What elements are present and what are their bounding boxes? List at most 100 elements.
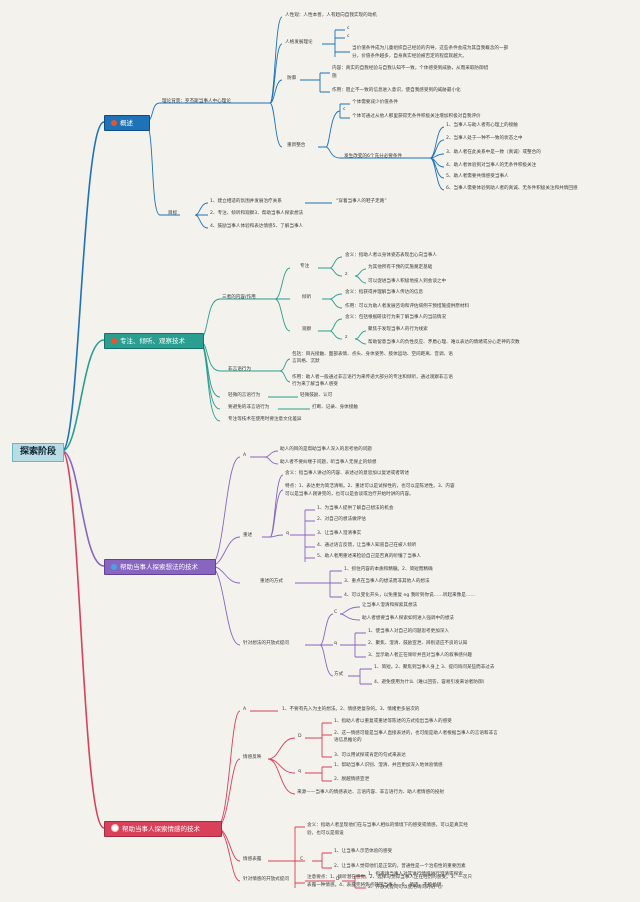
restate-way-1: 1、抓住内容的本质和精髓。2、简短而精确	[344, 567, 433, 572]
reflect-d-1: 1、指助人者以重复或重述等陈述的方式指出当事人的感受	[334, 719, 452, 724]
defense-node: 防御	[287, 76, 297, 81]
restate-way-node: 重述的方式	[260, 579, 283, 584]
section-label: 帮助当事人探索想法的技术	[120, 563, 198, 571]
nonverbal-node: 非言语行为	[228, 367, 251, 372]
restate-way-2: 3、重点在当事人的想法而非其他人的想法	[344, 579, 430, 584]
condition-4: 4、助人者体验到对当事人的无条件积极关注	[446, 163, 537, 168]
s3-a-2: 助人者不要纠缠于问题，听当事人无保止的倾想	[280, 460, 377, 465]
goal-3: 4、鼓励当事人体验和表达情感5、了解当事人	[210, 224, 304, 229]
observe-def: 含义：包括根据研读行为来了解当事人的当前情况	[345, 315, 447, 320]
restate-item-3: 3、让当事人澄清事实	[317, 531, 362, 536]
defense-role: 作用：阻止不一致的信息进入意识，使自我感受到的威胁最小化	[332, 88, 461, 93]
open-way-1: 1、简短。2、聚焦到当事人身上 3、提问询问某些而非过去	[374, 665, 495, 670]
flame-icon	[111, 338, 117, 344]
goal-note: “穿着当事人的鞋子走路”	[336, 199, 387, 204]
minimal-value: 轻微鼓励、认可	[300, 393, 333, 398]
s4-a-1: 1、不要有先入为主的想法。2、情感更复杂的。3、情绪更多层次的	[282, 707, 420, 712]
restate-way-3: 4、可以变化开头，以免重复 eg 我听到你说……听起来像是……	[344, 593, 476, 598]
disclosure-c-2: 2、让当事人觉得他们是正常的，普通性是一个治愈性的重要因素	[334, 864, 466, 869]
restate-item-5: 5、助人者用重述来检验自己是否真的听懂了当事人	[317, 554, 421, 559]
reflect-node: 情感反映	[243, 755, 262, 760]
disclosure-def-a: 含义：指助人者呈现他们在与当事人相似的情境下的感受或情感，可以是真实经	[307, 823, 468, 828]
focus-role: z	[345, 272, 348, 277]
listen-role: 作用：可以为助人者发展咨询和评估病例干预措施提供原材料	[345, 304, 470, 309]
avoid-value: 打断、记录、身体接触	[312, 405, 358, 410]
six-conditions-node: 发生改变的6个充分必要条件	[344, 154, 403, 159]
self-theory-c3a: 当价值条件成为儿童组织自己经验的内导，这些条件会成为其自我概念的一部	[352, 46, 509, 51]
open-c: C	[334, 610, 338, 615]
condition-1: 1、当事人与助人者有心理上的接触	[446, 123, 518, 128]
s4-a-node: A	[243, 707, 247, 712]
defense-content-a: 内容：真实的自我经验与自我认知不一致，个体感受到威胁，从而采取防御措	[332, 66, 489, 71]
reflect-q: q	[298, 769, 301, 774]
open-q-2: 2、聚焦、澄清、鼓励宣泄、辨别适应不良的认知	[368, 641, 468, 646]
reflect-d-2b: 语信息推论的	[334, 738, 362, 743]
self-theory-c1: c	[347, 26, 350, 31]
condition-6: 6、当事人需要体验到助人者的真诚、无条件积极关注和共情回感	[446, 186, 578, 191]
disclosure-c-1: 1、让当事人示范体验的感受	[334, 849, 393, 854]
culture-node: 专注等技术在使用时要注意文化差异	[228, 417, 302, 422]
defense-content-b: 施	[332, 74, 337, 79]
drop-icon	[111, 564, 117, 570]
reflect-q-1: 1、帮助当事人识别、澄清、并且更加深入地体验情感	[334, 763, 443, 768]
open-q: q	[334, 641, 337, 646]
goal-2: 2、专注、倾听和观察3、帮助当事人探索想法	[210, 211, 304, 216]
s3-a-1: 助人的目的是帮助当事人深入的思考他的问题	[280, 447, 372, 452]
open-way-2: 4、避免使用为什么（难以回答，容易引发来访者防御）	[374, 680, 488, 685]
avoid-node: 要避免的非言语行为	[228, 405, 270, 410]
goal-node: 目标	[168, 211, 178, 216]
open-feeling-1: 1、指邀请当事人对其进行情感进行澄清或探索	[368, 872, 463, 877]
reflect-q-2: 2、脱越情感宣泄	[334, 777, 370, 782]
open-feeling-node: 针对情感的开放式提问	[243, 877, 289, 882]
heart-icon	[111, 824, 119, 832]
observe-role-1: 聚焦于发现当事人的行为线索	[368, 327, 428, 332]
restate-item-1: 1、为当事人提供了解自己想法的机会	[317, 506, 394, 511]
restate-q: q	[286, 531, 289, 536]
section-explore-thoughts[interactable]: 帮助当事人探索想法的技术	[104, 559, 216, 575]
self-theory-node: 人格发展理论	[285, 40, 313, 45]
section-label: 概述	[120, 119, 133, 127]
disclosure-note-a: 注意要点：1、倾听潜在感觉。2、选择与觉得当事人正在经历的感受。3、一次只	[307, 875, 472, 880]
s3-a-node: A	[243, 453, 247, 458]
focus-node: 专注	[300, 264, 310, 269]
reflect-d-3: 3、可以用试探或肯定的句式来表达	[334, 753, 406, 758]
nonverbal-role-a: 作用：助人者一般通过非言语行为来传递大部分的专注和倾听，通过观察非言语	[292, 375, 453, 380]
theory-node: 理论背景：罗杰斯当事人中心理论	[162, 99, 231, 104]
nonverbal-include-a: 包括：目光接触、面部表情、点头、身体姿势、肢体运动、空间距离、音调、语	[292, 352, 453, 357]
three-node: 三者的内容/作用	[222, 295, 256, 300]
nonverbal-role-b: 行为来了解当事人感受	[292, 382, 338, 387]
nonverbal-include-b: 言风格、沉默	[292, 359, 320, 364]
root-node[interactable]: 探索阶段	[12, 443, 64, 462]
disclosure-c: C	[300, 857, 304, 862]
restate-def: 含义：指当事人讲过的内容、表述过的意思加以复述或者转述	[285, 471, 410, 476]
focus-role-1: 为其他所有干预的实施奠定基础	[368, 265, 433, 270]
reflect-source: 来源——当事人的情感表达、言语内容、非言语行为、助人者情感的投射	[297, 790, 445, 795]
disclosure-def-b: 验，也可以是假设	[307, 831, 344, 836]
listen-node: 倾听	[302, 295, 312, 300]
open-feeling-d: D	[336, 877, 340, 882]
section-label: 帮助当事人探索情感的技术	[122, 825, 200, 833]
section-overview[interactable]: 概述	[104, 115, 150, 131]
open-c-2: 助人者想要当事人探索如何进入强调中的想法	[362, 616, 454, 621]
focus-role-2: 可以促进当事人积极地投入到会谈之中	[368, 279, 447, 284]
restate-item-4: 4、通过语言反馈，让当事人知道自己在被人倾听	[317, 543, 417, 548]
section-explore-feelings[interactable]: 帮助当事人探索情感的技术	[104, 821, 222, 837]
disclosure-node: 情感表露	[243, 857, 262, 862]
reflect-d: D	[298, 734, 302, 739]
reintegrate-1: 个体需要减少价值条件	[352, 100, 398, 105]
condition-2: 2、当事人处于一种不一致的状态之中	[446, 136, 523, 141]
human-nature-node: 人性观：人性本善，人有趋向自我实现的动机	[285, 13, 377, 18]
condition-3: 3、助人者在此关系中是一致（真诚）或整合的	[446, 150, 541, 155]
open-feeling-2: 2、开放式提问可以使用询问的语气。	[368, 885, 445, 890]
open-q-3: 3、显示助人者正在倾听并且对当事人的叙事感兴趣	[368, 653, 472, 658]
observe-node: 观察	[302, 327, 312, 332]
open-q-1: 1、使当事人对自己的问题思考更加深入	[368, 629, 450, 634]
restate-node: 重述	[243, 533, 253, 538]
open-way-node: 方式	[334, 672, 344, 677]
minimal-node: 轻微的言语行为	[228, 393, 261, 398]
section-attending[interactable]: 专注、倾听、观察技术	[104, 333, 204, 349]
reintegrate-2: 个体可通过从他人那里获得无条件积极关注增加积极对自我评价	[352, 114, 481, 119]
reintegrate-c: c	[343, 107, 346, 112]
observe-role: z	[345, 335, 348, 340]
restate-feature-a: 特点：1、表达更为简洁清晰。2、重述可以是试探性的，也可以是陈述性。3、内容	[285, 484, 455, 489]
